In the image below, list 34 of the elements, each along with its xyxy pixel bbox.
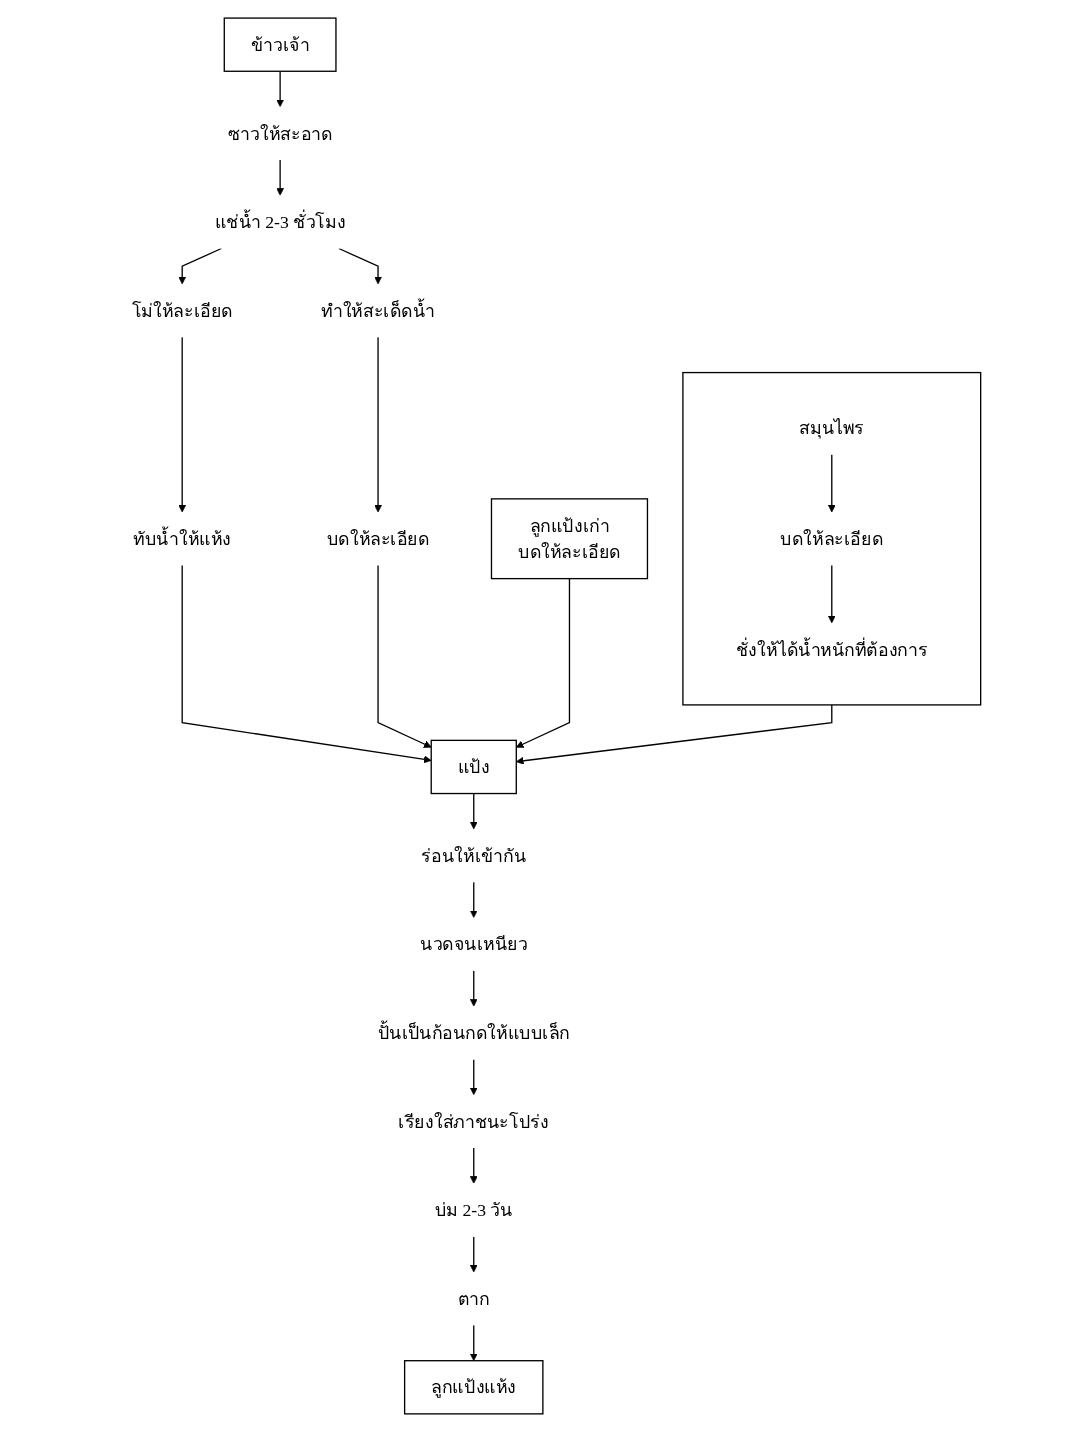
node-text: บดให้ละเอียด (326, 529, 430, 549)
arrow (177, 336, 186, 513)
node-text: ชั่งให้ได้น้ำหนักที่ต้องการ (735, 639, 928, 660)
node-text: ร่อนให้เข้ากัน (421, 845, 526, 866)
node-text: ซาวให้สะอาด (227, 123, 333, 144)
arrow (469, 970, 478, 1007)
arrow (469, 1147, 478, 1184)
arrow (827, 564, 836, 624)
arrow (373, 336, 382, 513)
arrow (275, 159, 284, 196)
node-box: ลูกแป้งแห้ง (403, 1360, 544, 1415)
node-box: แป้ง (430, 739, 517, 795)
arrow (337, 247, 382, 285)
node-text: นวดจนเหนียว (419, 934, 527, 954)
node-box: ข้าวเจ้า (223, 17, 337, 72)
node-text: บดให้ละเอียด (780, 529, 883, 549)
arrow (515, 704, 833, 765)
node-text: ทำให้สะเด็ดน้ำ (320, 300, 435, 321)
node-text: สมุนไพร (799, 418, 864, 438)
arrow (515, 577, 570, 748)
node-text: โม่ให้ละเอียด (131, 300, 233, 321)
node-text: เรียงใส่ภาชนะโปร่ง (398, 1111, 549, 1132)
node-box: ลูกแป้งเก่า บดให้ละเอียด (490, 498, 648, 580)
arrow (469, 881, 478, 918)
node-text: ตาก (457, 1288, 490, 1309)
node-text: บ่ม 2-3 วัน (434, 1200, 513, 1220)
arrow (827, 453, 836, 513)
arrow (469, 792, 478, 830)
arrow (469, 1324, 478, 1362)
arrow (275, 70, 284, 108)
arrow (469, 1236, 478, 1273)
arrow (469, 1058, 478, 1096)
arrow (177, 247, 222, 285)
cluster (681, 371, 981, 706)
